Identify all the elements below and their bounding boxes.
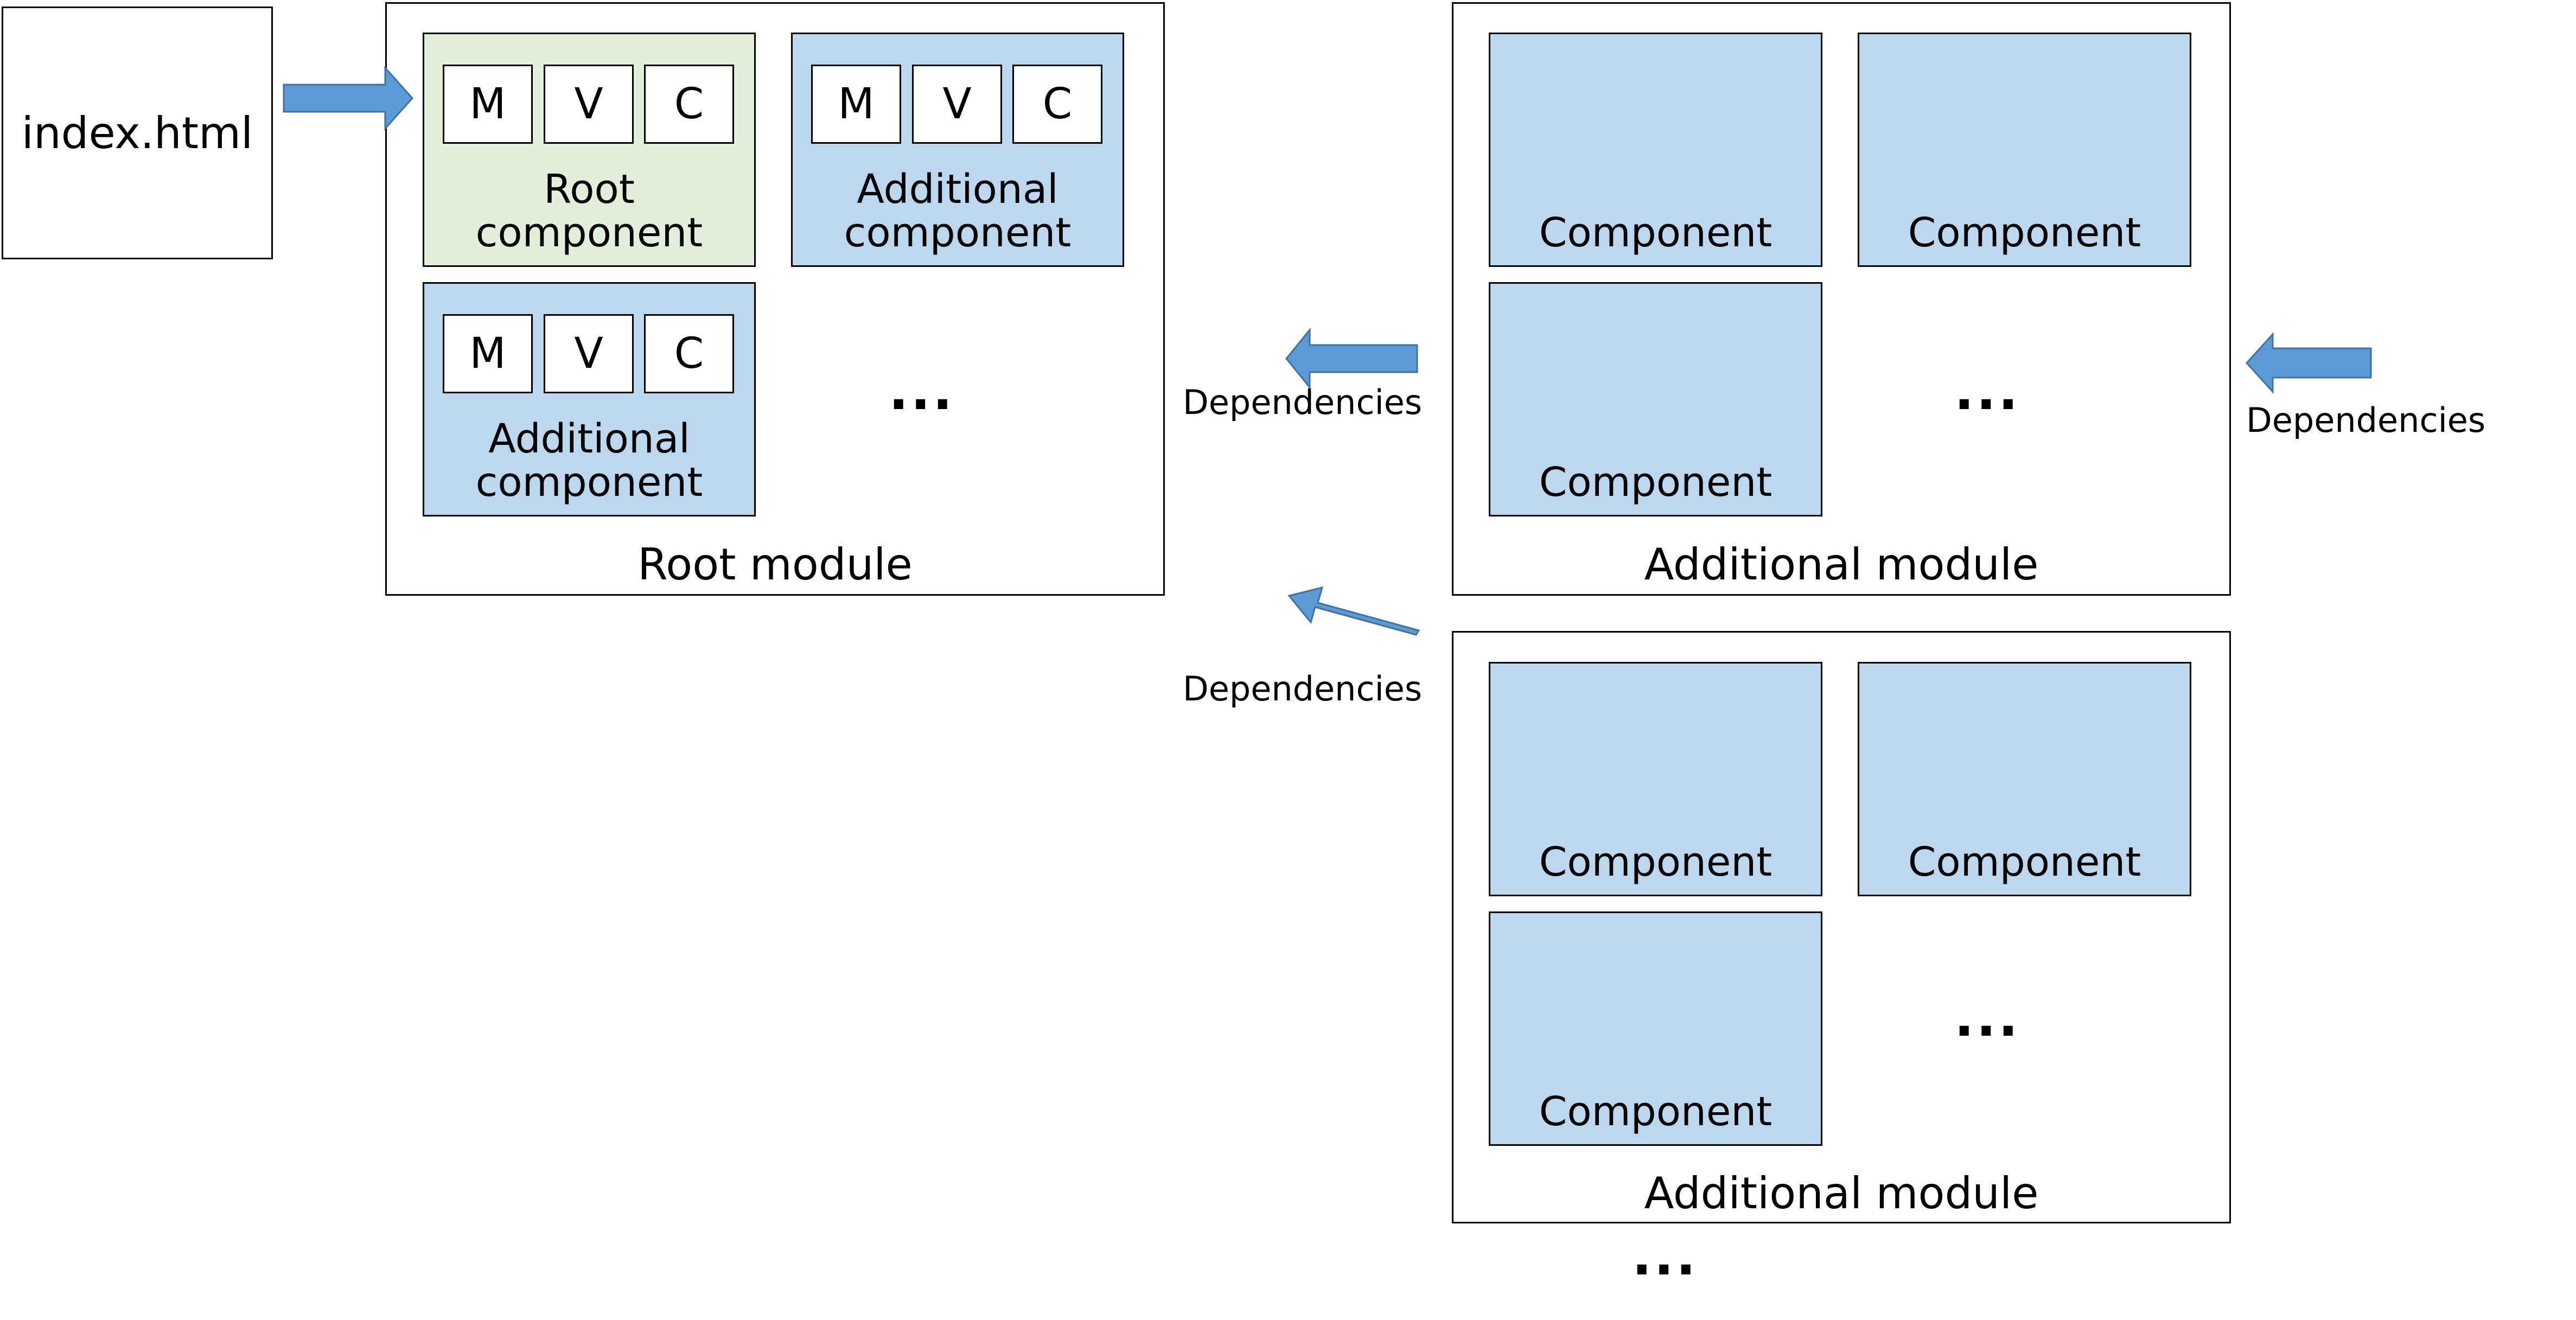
arrow-right-icon — [283, 66, 414, 131]
arrow-diagonal-icon — [1287, 586, 1420, 636]
root-module-label: Root module — [637, 539, 913, 590]
additional-component-label-line1: Additional — [857, 166, 1059, 213]
model-box: M — [443, 65, 533, 144]
additional-module-label: Additional module — [1644, 539, 2039, 590]
additional-component-label-line1: Additional — [488, 416, 690, 462]
component-label: Component — [1908, 209, 2141, 256]
component-box: Component — [1858, 33, 2191, 267]
additional-module-label: Additional module — [1644, 1168, 2039, 1219]
controller-box: C — [644, 65, 734, 144]
additional-module-ellipsis: ... — [1954, 987, 2020, 1048]
root-component-label-line1: Root — [544, 166, 635, 213]
component-box: Component — [1489, 911, 1822, 1146]
additional-component-top: M V C Additional component — [791, 33, 1124, 267]
arrow-left-icon — [2245, 332, 2372, 394]
model-box: M — [811, 65, 901, 144]
index-html-box: index.html — [2, 7, 273, 259]
component-label: Component — [1539, 459, 1772, 506]
additional-component-label-line2: component — [475, 459, 703, 506]
view-box: V — [912, 65, 1002, 144]
arrow-left-icon — [1285, 327, 1418, 390]
component-box: Component — [1489, 33, 1822, 267]
controller-box: C — [1012, 65, 1102, 144]
additional-component-bottom: M V C Additional component — [423, 282, 756, 516]
root-component: M V C Root component — [423, 33, 756, 267]
dependencies-label: Dependencies — [2246, 400, 2486, 440]
component-label: Component — [1539, 1088, 1772, 1135]
root-module-ellipsis: ... — [889, 361, 955, 422]
model-box: M — [443, 314, 533, 393]
root-component-label-line2: component — [475, 209, 703, 256]
controller-box: C — [644, 314, 734, 393]
dependencies-label: Dependencies — [1183, 382, 1423, 422]
view-box: V — [544, 314, 634, 393]
component-label: Component — [1539, 839, 1772, 885]
component-box: Component — [1489, 282, 1822, 516]
dependencies-label: Dependencies — [1183, 669, 1423, 709]
component-box: Component — [1489, 662, 1822, 896]
component-label: Component — [1539, 209, 1772, 256]
component-box: Component — [1858, 662, 2191, 896]
view-box: V — [544, 65, 634, 144]
component-label: Component — [1908, 839, 2141, 885]
additional-module-ellipsis: ... — [1954, 361, 2020, 422]
additional-component-label-line2: component — [844, 209, 1072, 256]
more-modules-ellipsis: ... — [1632, 1226, 1698, 1287]
index-html-label: index.html — [21, 107, 253, 158]
